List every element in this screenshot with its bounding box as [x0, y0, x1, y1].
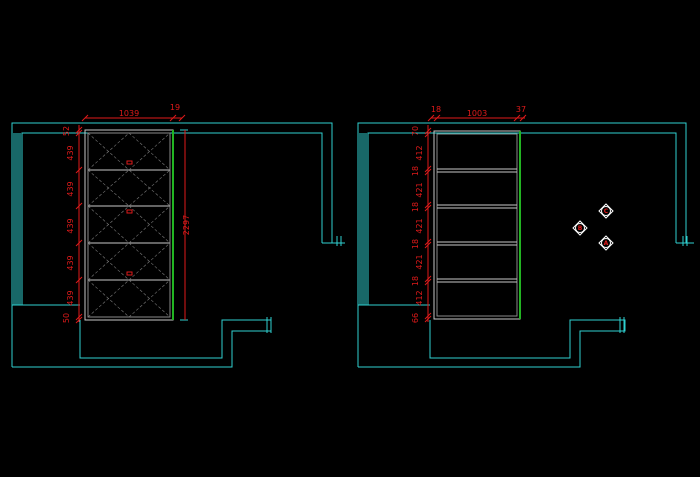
marker-label-b: B — [578, 225, 583, 232]
dim-side: 19 — [170, 103, 180, 112]
door-handle — [126, 160, 133, 165]
dim-left-4: 439 — [66, 255, 75, 270]
dim-top-width: 1003 — [467, 109, 487, 118]
section-markers: C B A — [572, 203, 614, 251]
left-wall-outline — [11, 122, 345, 368]
marker-label-c: C — [604, 208, 609, 215]
dim-right-0: 70 — [411, 126, 420, 136]
dim-left-0: 52 — [62, 126, 71, 136]
dim-right-4: 18 — [411, 202, 420, 212]
dim-height: 2297 — [182, 215, 191, 235]
dim-right-3: 421 — [415, 182, 424, 197]
dim-right-10: 66 — [411, 313, 420, 323]
dim-top-right: 37 — [516, 105, 526, 114]
section-marker-c: C — [598, 203, 614, 219]
right-cabinet — [433, 130, 521, 320]
right-elevation: 18 1003 37 70 412 18 421 18 421 18 421 1… — [357, 105, 694, 368]
section-marker-b: B — [572, 220, 588, 236]
dim-left-2: 439 — [66, 181, 75, 196]
right-wall-outline — [357, 122, 694, 368]
left-dimensions: 1039 19 2297 52 439 439 439 439 439 50 — [62, 103, 191, 324]
dim-right-1: 412 — [415, 145, 424, 160]
dim-left-3: 439 — [66, 218, 75, 233]
dim-right-2: 18 — [411, 166, 420, 176]
left-cabinet — [84, 129, 188, 321]
dim-left-1: 439 — [66, 145, 75, 160]
dim-right-9: 412 — [415, 290, 424, 305]
dim-top-left: 18 — [431, 105, 441, 114]
door-handle — [126, 271, 133, 276]
dim-right-7: 421 — [415, 254, 424, 269]
dim-left-6: 50 — [62, 313, 71, 323]
left-elevation: 1039 19 2297 52 439 439 439 439 439 50 — [11, 103, 345, 368]
dim-right-6: 18 — [411, 239, 420, 249]
right-dimensions: 18 1003 37 70 412 18 421 18 421 18 421 1… — [411, 105, 527, 323]
dim-right-5: 421 — [415, 218, 424, 233]
dim-right-8: 18 — [411, 276, 420, 286]
dim-width: 1039 — [119, 109, 139, 118]
marker-label-a: A — [604, 240, 609, 247]
dim-left-5: 439 — [66, 290, 75, 305]
section-marker-a: A — [598, 235, 614, 251]
door-handle — [126, 209, 133, 214]
